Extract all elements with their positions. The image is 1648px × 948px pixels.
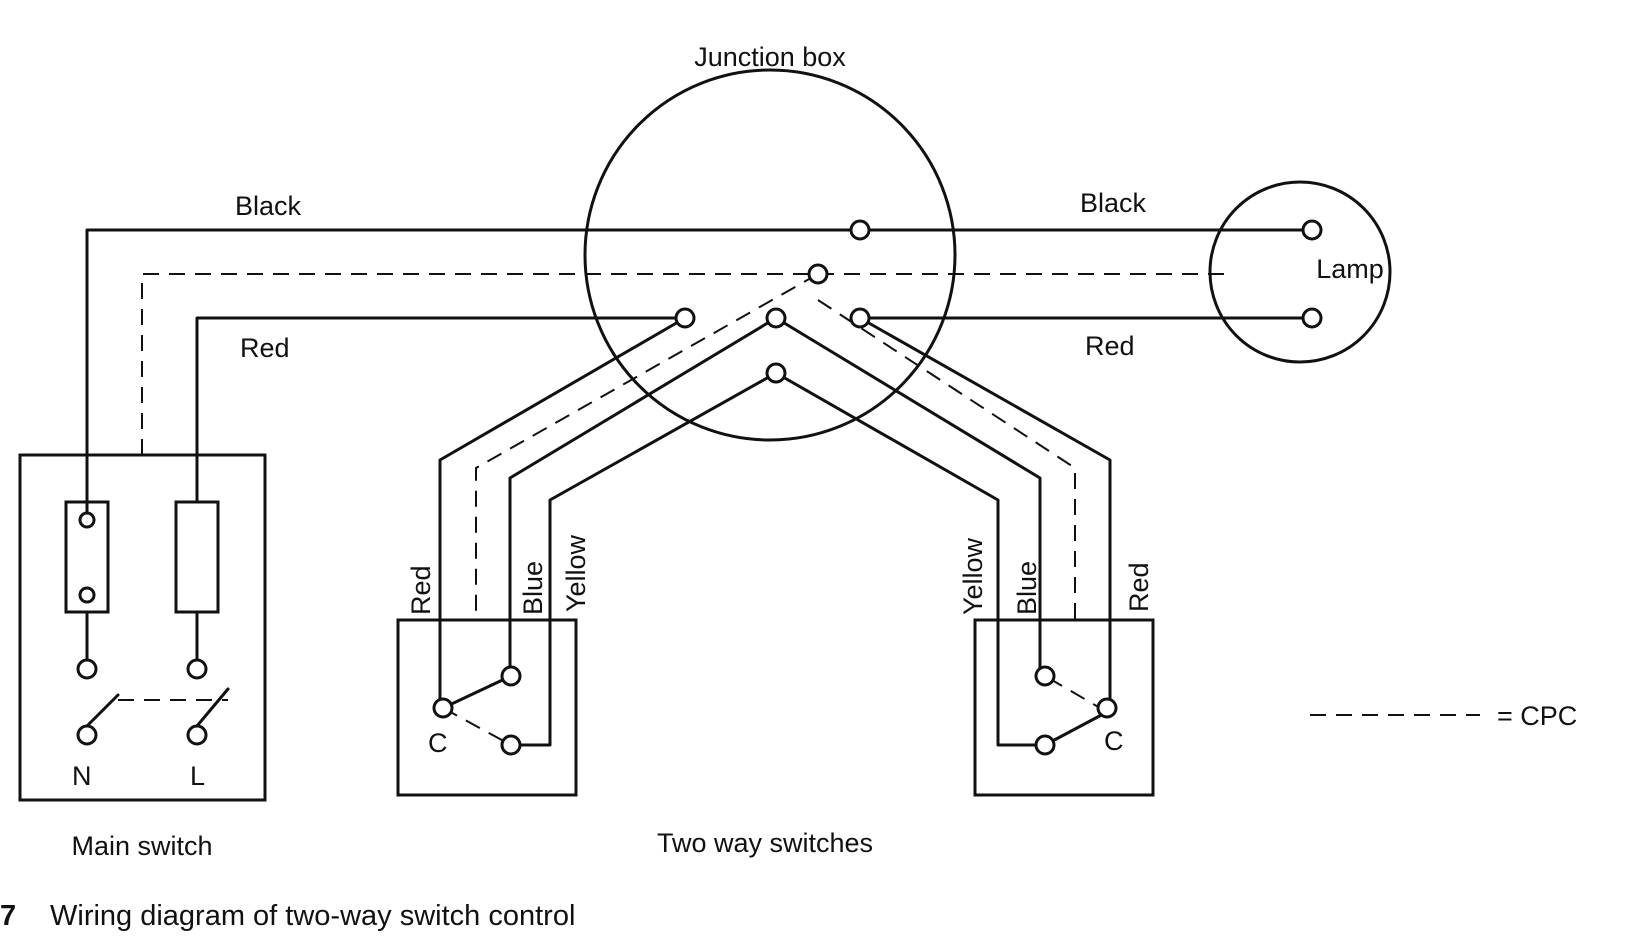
junction-terminal-cpc: [807, 263, 829, 285]
red-label-left: Red: [240, 333, 290, 363]
lamp-terminal-neutral: [1301, 219, 1323, 241]
wire-red-supply: [195, 316, 687, 504]
figure-caption: Wiring diagram of two-way switch control: [50, 900, 575, 932]
sw2-common-label: C: [1104, 726, 1124, 756]
figure-number: 7: [0, 900, 16, 932]
sw1-yellow-label: Yellow: [561, 534, 591, 612]
lamp-outline: [1208, 180, 1392, 364]
sw1-blue-label: Blue: [518, 561, 548, 615]
neutral-link-terminal-top: [78, 511, 96, 529]
main-switch-live-blade: [195, 687, 230, 728]
junction-box-label: Junction box: [694, 42, 846, 72]
sw1-red-wire: [438, 316, 687, 707]
neutral-link-terminal-bottom: [78, 586, 96, 604]
lamp: [1208, 180, 1392, 364]
sw2-blue-wire: [774, 316, 1042, 675]
main-switch-neutral-blade: [85, 693, 120, 728]
lamp-label: Lamp: [1316, 254, 1384, 284]
junction-terminal-neutral: [849, 219, 871, 241]
lamp-terminal-switch-line: [1301, 307, 1323, 329]
sw1-alt-contact: [442, 707, 512, 746]
sw1-common-label: C: [428, 728, 448, 758]
junction-terminal-live: [674, 307, 696, 329]
terminals: [76, 219, 1323, 756]
sw2-red-wire: [858, 316, 1112, 707]
sw2-lever: [1043, 710, 1109, 747]
cpc-supply: [141, 273, 818, 455]
sw2-red-label: Red: [1124, 562, 1154, 612]
sw2-blue-label: Blue: [1012, 561, 1042, 615]
junction-terminal-strapper-1: [765, 307, 787, 329]
cpc-conductors: [118, 273, 1480, 746]
wire-black-supply: [85, 228, 862, 522]
cpc-sw1: [475, 273, 819, 620]
junction-box: [583, 68, 957, 442]
sw1-lever: [441, 674, 513, 710]
sw1-blue-wire: [508, 316, 778, 672]
sw1-l2-terminal: [500, 734, 522, 756]
two-way-switches-caption: Two way switches: [657, 828, 873, 858]
sw2-l1-terminal: [1034, 665, 1056, 687]
cpc-legend-label: = CPC: [1497, 701, 1577, 731]
main-switch-neutral-out: [76, 724, 98, 746]
sw2-yellow-label: Yellow: [958, 537, 988, 615]
sw1-red-label: Red: [406, 565, 436, 615]
black-label-left: Black: [235, 191, 302, 221]
main-switch-neutral-in: [76, 658, 98, 680]
black-label-right: Black: [1080, 188, 1147, 218]
main-switch-live-out: [186, 724, 208, 746]
sw2-common-terminal: [1096, 697, 1118, 719]
red-label-right: Red: [1085, 331, 1135, 361]
sw2-l2-terminal: [1034, 734, 1056, 756]
junction-terminal-strapper-2: [765, 362, 787, 384]
sw2-alt-contact: [1044, 675, 1108, 713]
main-switch-live-in: [186, 658, 208, 680]
live-terminal-label: L: [190, 761, 205, 791]
two-way-switch-left: [396, 618, 578, 797]
junction-box-outline: [583, 68, 957, 442]
wires: [85, 228, 1314, 747]
sw1-common-terminal: [432, 697, 454, 719]
junction-terminal-switch-line: [849, 307, 871, 329]
sw1-yellow-wire: [508, 371, 778, 747]
sw1-l1-terminal: [500, 665, 522, 687]
sw2-yellow-wire: [774, 371, 1042, 747]
neutral-terminal-label: N: [72, 761, 92, 791]
main-switch-caption: Main switch: [71, 831, 212, 861]
main-switch-box: [18, 453, 267, 802]
two-way-switch-right: [973, 618, 1155, 797]
main-switch: [18, 453, 267, 802]
live-fuse: [174, 500, 220, 614]
